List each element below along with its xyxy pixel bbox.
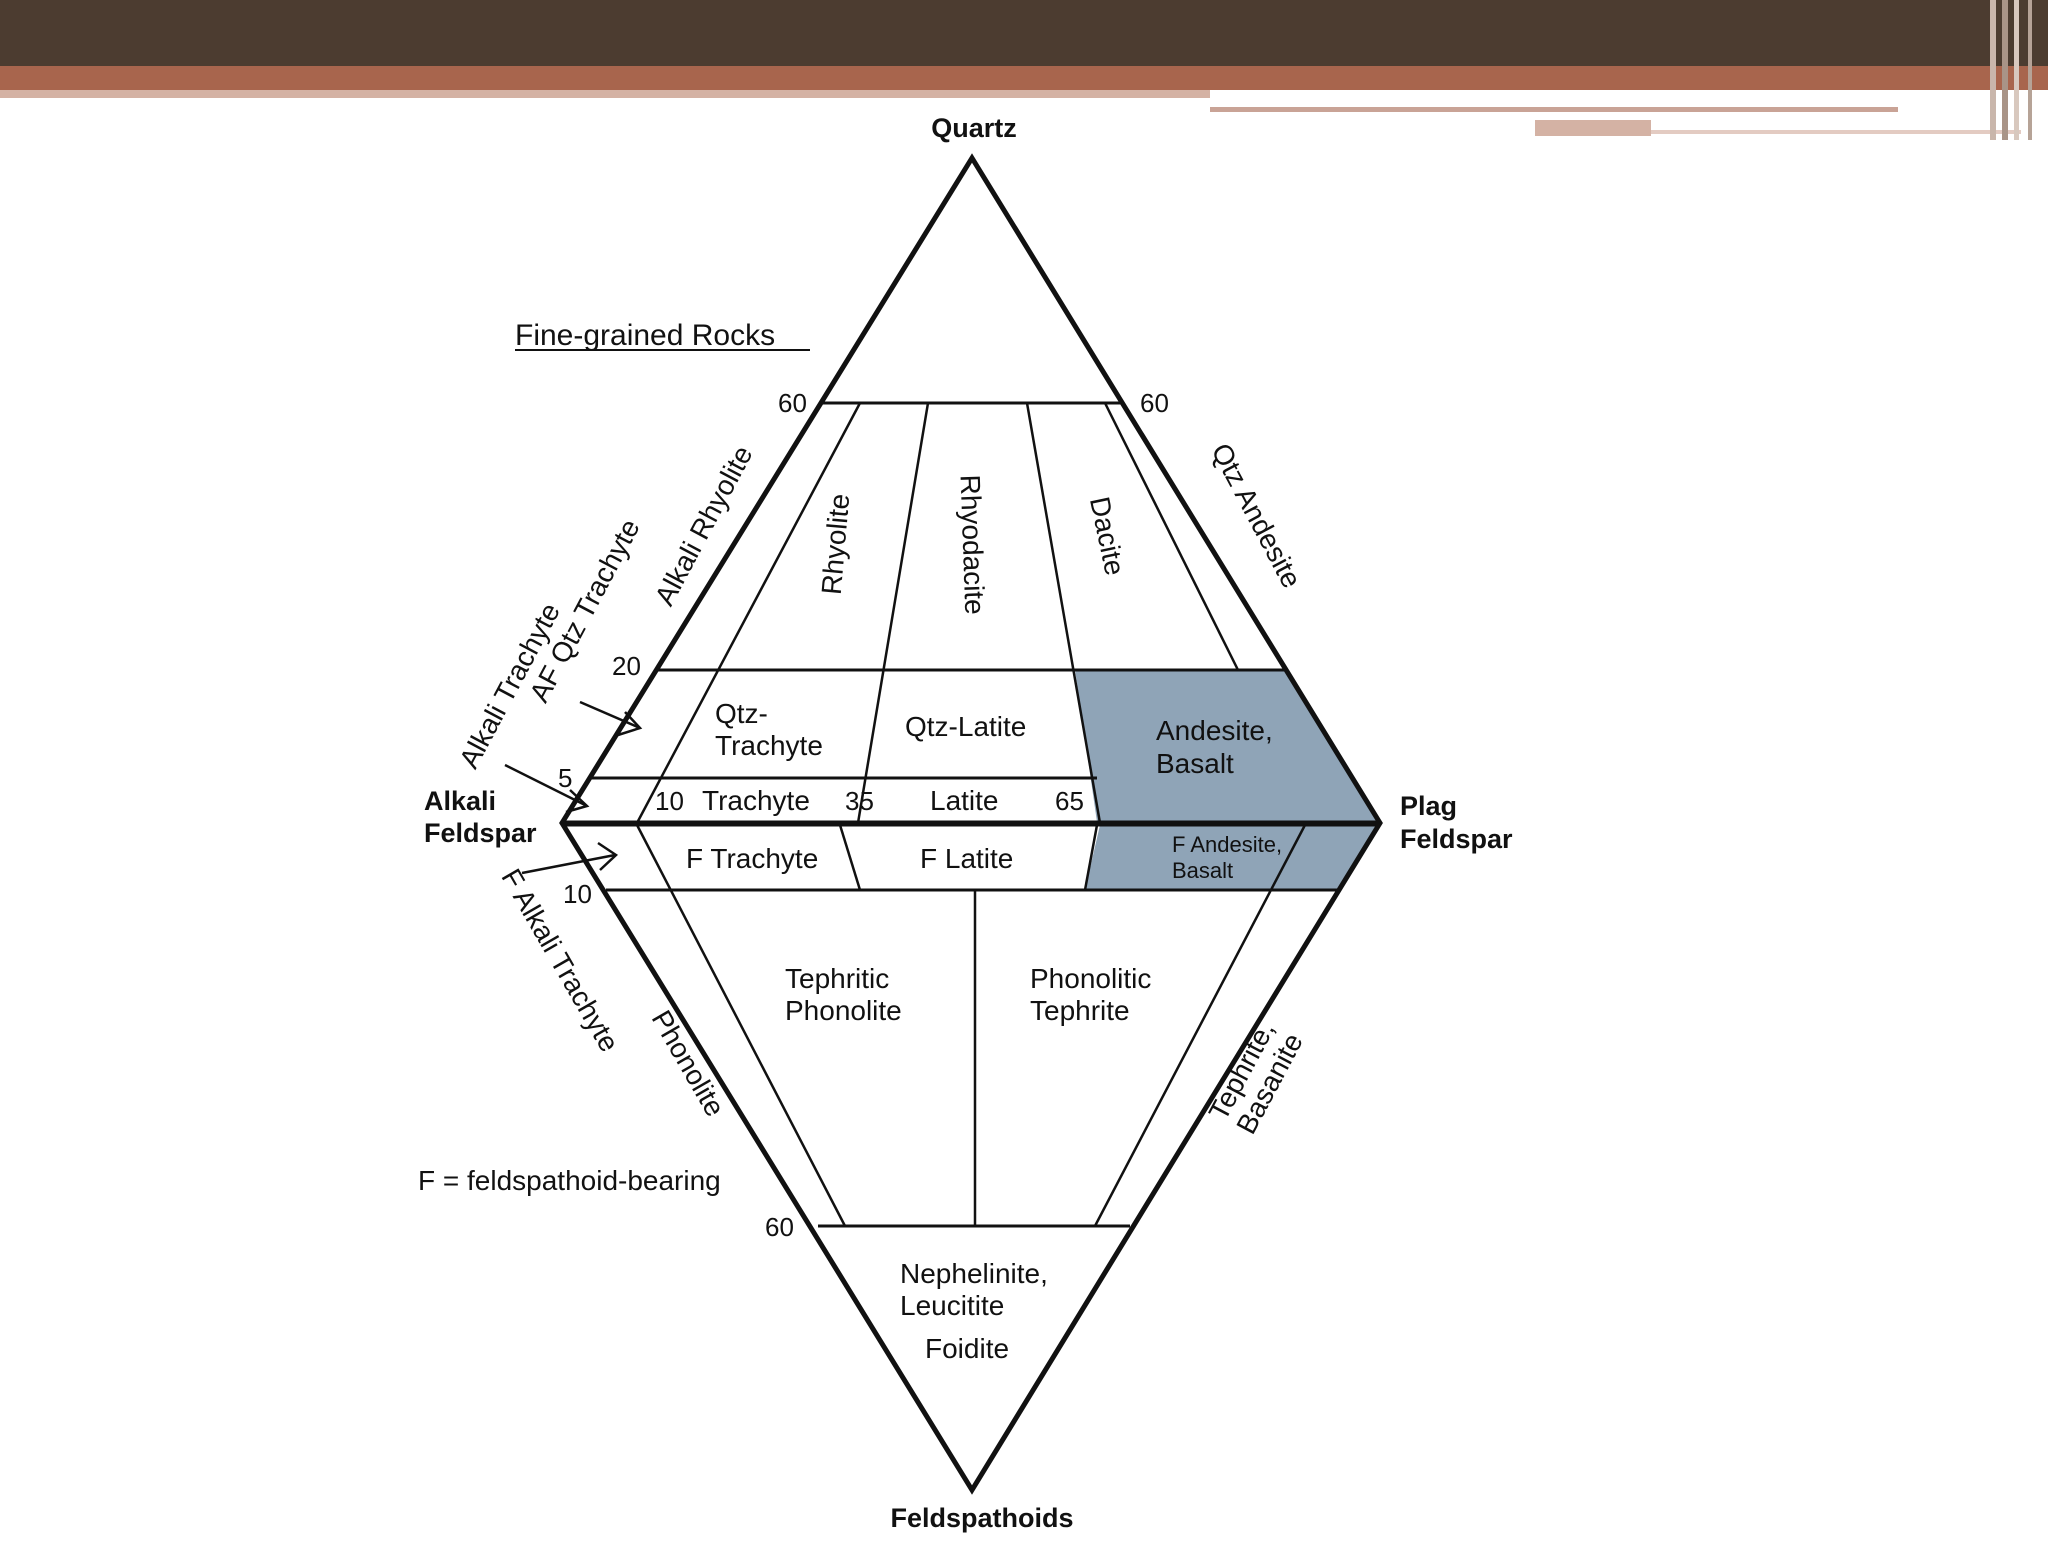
vertex-alkali-feldspar-line1: Alkali (424, 786, 496, 816)
field-tephritic-phonolite-line2: Phonolite (785, 995, 902, 1026)
vertex-alkali-feldspar-line2: Feldspar (424, 818, 537, 848)
field-qtz-trachyte-line1: Qtz- (715, 698, 768, 729)
field-latite: Latite (930, 785, 999, 816)
field-andesite-basalt-line2: Basalt (1156, 748, 1234, 779)
field-qtz-andesite: Qtz Andesite (1205, 438, 1307, 593)
andesite-basalt-field (1075, 670, 1378, 822)
vertex-plag-feldspar-line2: Feldspar (1400, 824, 1513, 854)
field-rhyolite: Rhyolite (816, 492, 856, 595)
arrowhead-alkali-trachyte (565, 789, 590, 814)
divider-f-trachyte (838, 824, 862, 891)
field-f-andesite-line1: F Andesite, (1172, 832, 1282, 857)
tick-p10: 10 (655, 786, 684, 816)
divider-phonolite (635, 824, 847, 1227)
field-qtz-trachyte-line2: Trachyte (715, 730, 823, 761)
divider-dacite (1103, 402, 1240, 671)
header-stripe-3 (1651, 130, 2021, 134)
field-phonolite: Phonolite (646, 1005, 731, 1122)
field-tephritic-phonolite-line1: Tephritic (785, 963, 889, 994)
vertex-quartz: Quartz (931, 113, 1017, 143)
field-trachyte: Trachyte (702, 785, 810, 816)
tick-q20: 20 (612, 651, 641, 681)
diamond-outline (559, 153, 1383, 1495)
arrowhead-f-alkali-trachyte (597, 841, 619, 871)
arrow-af-qtz-trachyte (579, 700, 641, 730)
field-phonolitic-tephrite-line1: Phonolitic (1030, 963, 1151, 994)
field-rhyodacite: Rhyodacite (955, 474, 991, 615)
header-bar-accent (0, 66, 2048, 90)
header-bar-light (0, 90, 1210, 98)
tick-q5: 5 (558, 763, 572, 793)
field-f-andesite-line2: Basalt (1172, 858, 1233, 883)
diagram-title: Fine-grained Rocks (515, 319, 775, 352)
tick-p65: 65 (1055, 786, 1084, 816)
header-edge-1 (1990, 0, 1996, 140)
tick-q60-left: 60 (778, 388, 807, 418)
field-dacite: Dacite (1084, 494, 1131, 578)
leader-arrows (504, 700, 643, 875)
f-andesite-field (1085, 825, 1378, 890)
header-bar-dark (0, 0, 2048, 66)
tick-p35: 35 (845, 786, 874, 816)
arrow-f-alkali-trachyte (521, 853, 616, 875)
slide-header (0, 0, 2048, 140)
arrow-alkali-trachyte (504, 763, 586, 807)
field-nephelinite-line1: Nephelinite, (900, 1258, 1048, 1289)
field-alkali-rhyolite: Alkali Rhyolite (649, 441, 759, 611)
divider-f-latite (1083, 824, 1099, 891)
tick-f60: 60 (765, 1212, 794, 1242)
field-foidite: Foidite (925, 1333, 1009, 1364)
header-stripe-2 (1535, 120, 1651, 136)
header-edge-4 (2028, 0, 2032, 140)
field-andesite-basalt-line1: Andesite, (1156, 715, 1273, 746)
divider-tephrite (1093, 824, 1307, 1227)
vertex-feldspathoids: Feldspathoids (890, 1503, 1073, 1533)
header-edge-3 (2014, 0, 2019, 140)
divider-rhyodacite (1025, 402, 1102, 824)
vertex-plag-feldspar-line1: Plag (1400, 791, 1457, 821)
tick-f10: 10 (563, 879, 592, 909)
field-f-trachyte: F Trachyte (686, 843, 818, 874)
field-qtz-latite: Qtz-Latite (905, 711, 1026, 742)
header-stripe-1 (1210, 107, 1898, 112)
tick-q60-right: 60 (1140, 388, 1169, 418)
field-nephelinite-line2: Leucitite (900, 1290, 1004, 1321)
field-f-latite: F Latite (920, 843, 1013, 874)
arrowhead-af-qtz-trachyte (617, 711, 643, 737)
header-edge-2 (2002, 0, 2008, 140)
field-phonolitic-tephrite-line2: Tephrite (1030, 995, 1130, 1026)
divider-alkali-rhyolite (635, 402, 862, 824)
divider-rhyolite (856, 402, 930, 824)
legend-note: F = feldspathoid-bearing (418, 1165, 721, 1196)
